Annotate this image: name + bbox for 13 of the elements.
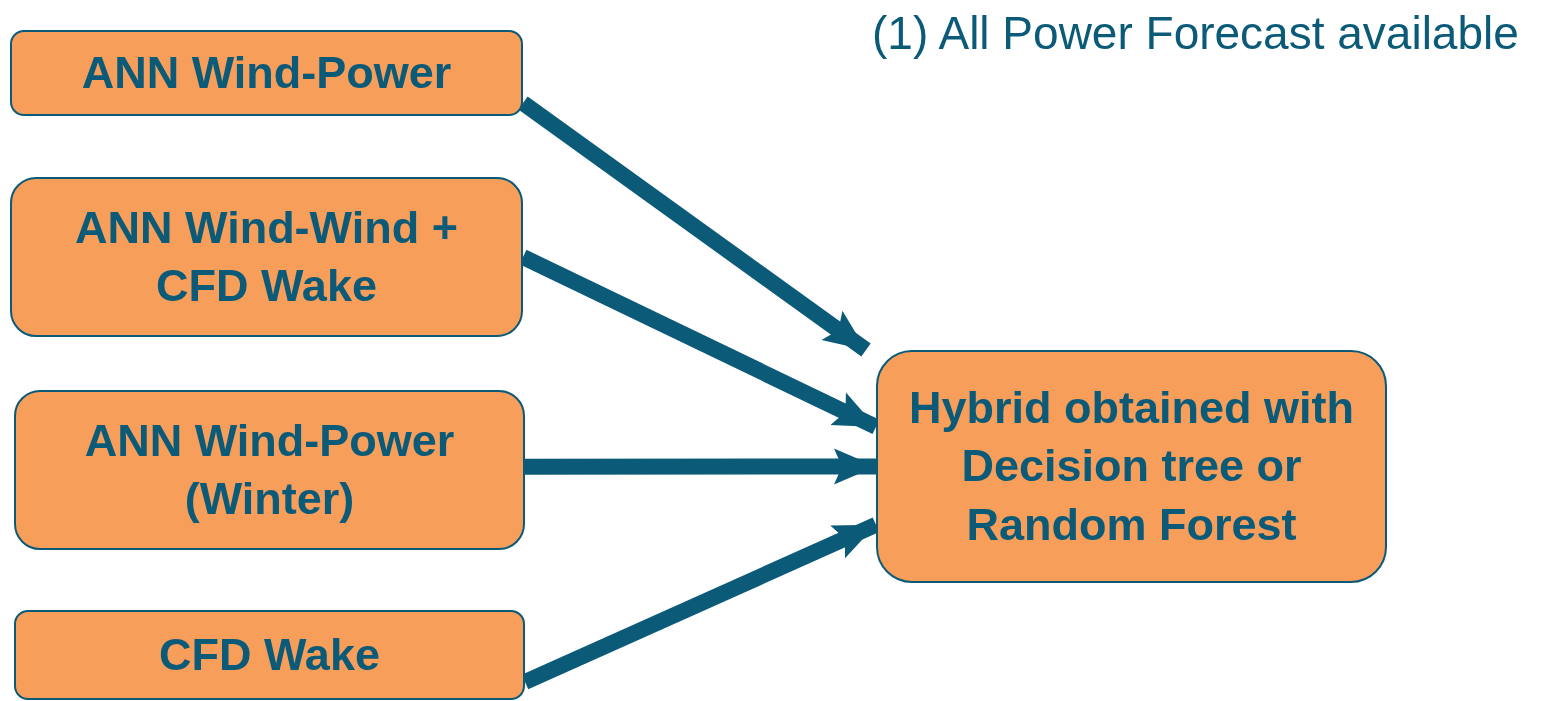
box-label: ANN Wind-Power (Winter) [83,413,456,526]
arrow [518,96,871,357]
box-label: Hybrid obtained with Decision tree or Random Forest [908,380,1355,552]
process-box [14,610,525,700]
box-label: CFD Wake [159,627,380,682]
process-box [14,390,525,550]
title: (1) All Power Forecast available [872,6,1519,60]
box-label: ANN Wind-Power [81,45,452,100]
process-box [876,350,1387,583]
process-box [10,177,523,337]
process-box [10,30,523,116]
box-label: ANN Wind-Wind + CFD Wake [74,200,459,313]
arrow [525,448,876,485]
